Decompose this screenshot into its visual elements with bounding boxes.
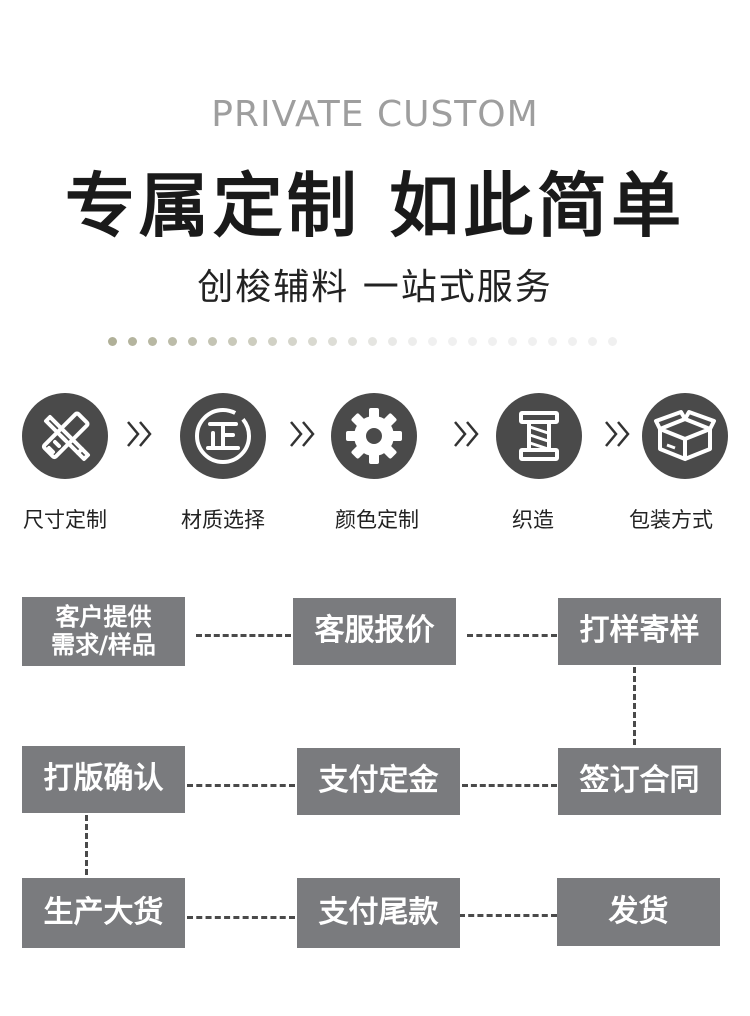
decorative-dot <box>368 337 377 346</box>
step-label-color: 颜色定制 <box>335 508 419 532</box>
decorative-dot <box>128 337 137 346</box>
decorative-dot <box>148 337 157 346</box>
decorative-dot <box>348 337 357 346</box>
decorative-dot <box>588 337 597 346</box>
step-label-size: 尺寸定制 <box>23 508 107 532</box>
flow-step-mass-production: 生产大货 <box>22 878 185 948</box>
english-title: PRIVATE CUSTOM <box>211 94 539 135</box>
zheng-badge-icon <box>180 393 266 479</box>
decorative-dot <box>568 337 577 346</box>
decorative-dots <box>108 337 628 349</box>
thread-spool-icon <box>496 393 582 479</box>
chevron-right-icon <box>605 421 630 447</box>
connector <box>462 784 557 787</box>
decorative-dot <box>408 337 417 346</box>
connector <box>187 916 295 919</box>
decorative-dot <box>488 337 497 346</box>
connector <box>85 815 88 875</box>
flow-step-sign-contract: 签订合同 <box>558 748 721 815</box>
decorative-dot <box>328 337 337 346</box>
decorative-dot <box>448 337 457 346</box>
decorative-dot <box>508 337 517 346</box>
chevron-right-icon <box>127 421 152 447</box>
flow-step-pay-deposit: 支付定金 <box>297 748 460 815</box>
decorative-dot <box>388 337 397 346</box>
flow-step-ship: 发货 <box>557 878 720 946</box>
sub-title: 创梭辅料 一站式服务 <box>197 267 553 308</box>
connector <box>187 784 295 787</box>
decorative-dot <box>248 337 257 346</box>
step-label-weaving: 织造 <box>512 508 554 532</box>
decorative-dot <box>168 337 177 346</box>
decorative-dot <box>188 337 197 346</box>
decorative-dot <box>308 337 317 346</box>
decorative-dot <box>228 337 237 346</box>
chevron-right-icon <box>454 421 479 447</box>
connector <box>633 667 636 745</box>
step-label-packaging: 包装方式 <box>629 508 713 532</box>
decorative-dot <box>528 337 537 346</box>
decorative-dot <box>428 337 437 346</box>
flow-step-confirm-pattern: 打版确认 <box>22 746 185 813</box>
flow-step-pay-balance: 支付尾款 <box>297 878 460 948</box>
decorative-dot <box>288 337 297 346</box>
flow-step-sample: 打样寄样 <box>558 598 721 665</box>
connector <box>196 634 291 637</box>
package-box-icon <box>642 393 728 479</box>
main-title: 专属定制 如此简单 <box>64 165 686 247</box>
gear-icon <box>331 393 417 479</box>
flow-step-customer-request: 客户提供 需求/样品 <box>22 597 185 666</box>
connector <box>467 634 557 637</box>
step-label-material: 材质选择 <box>181 508 265 532</box>
decorative-dot <box>208 337 217 346</box>
decorative-dot <box>268 337 277 346</box>
decorative-dot <box>108 337 117 346</box>
decorative-dot <box>548 337 557 346</box>
pencil-ruler-icon <box>22 393 108 479</box>
flow-step-quote: 客服报价 <box>293 598 456 665</box>
decorative-dot <box>608 337 617 346</box>
decorative-dot <box>468 337 477 346</box>
connector <box>459 914 557 917</box>
chevron-right-icon <box>290 421 315 447</box>
